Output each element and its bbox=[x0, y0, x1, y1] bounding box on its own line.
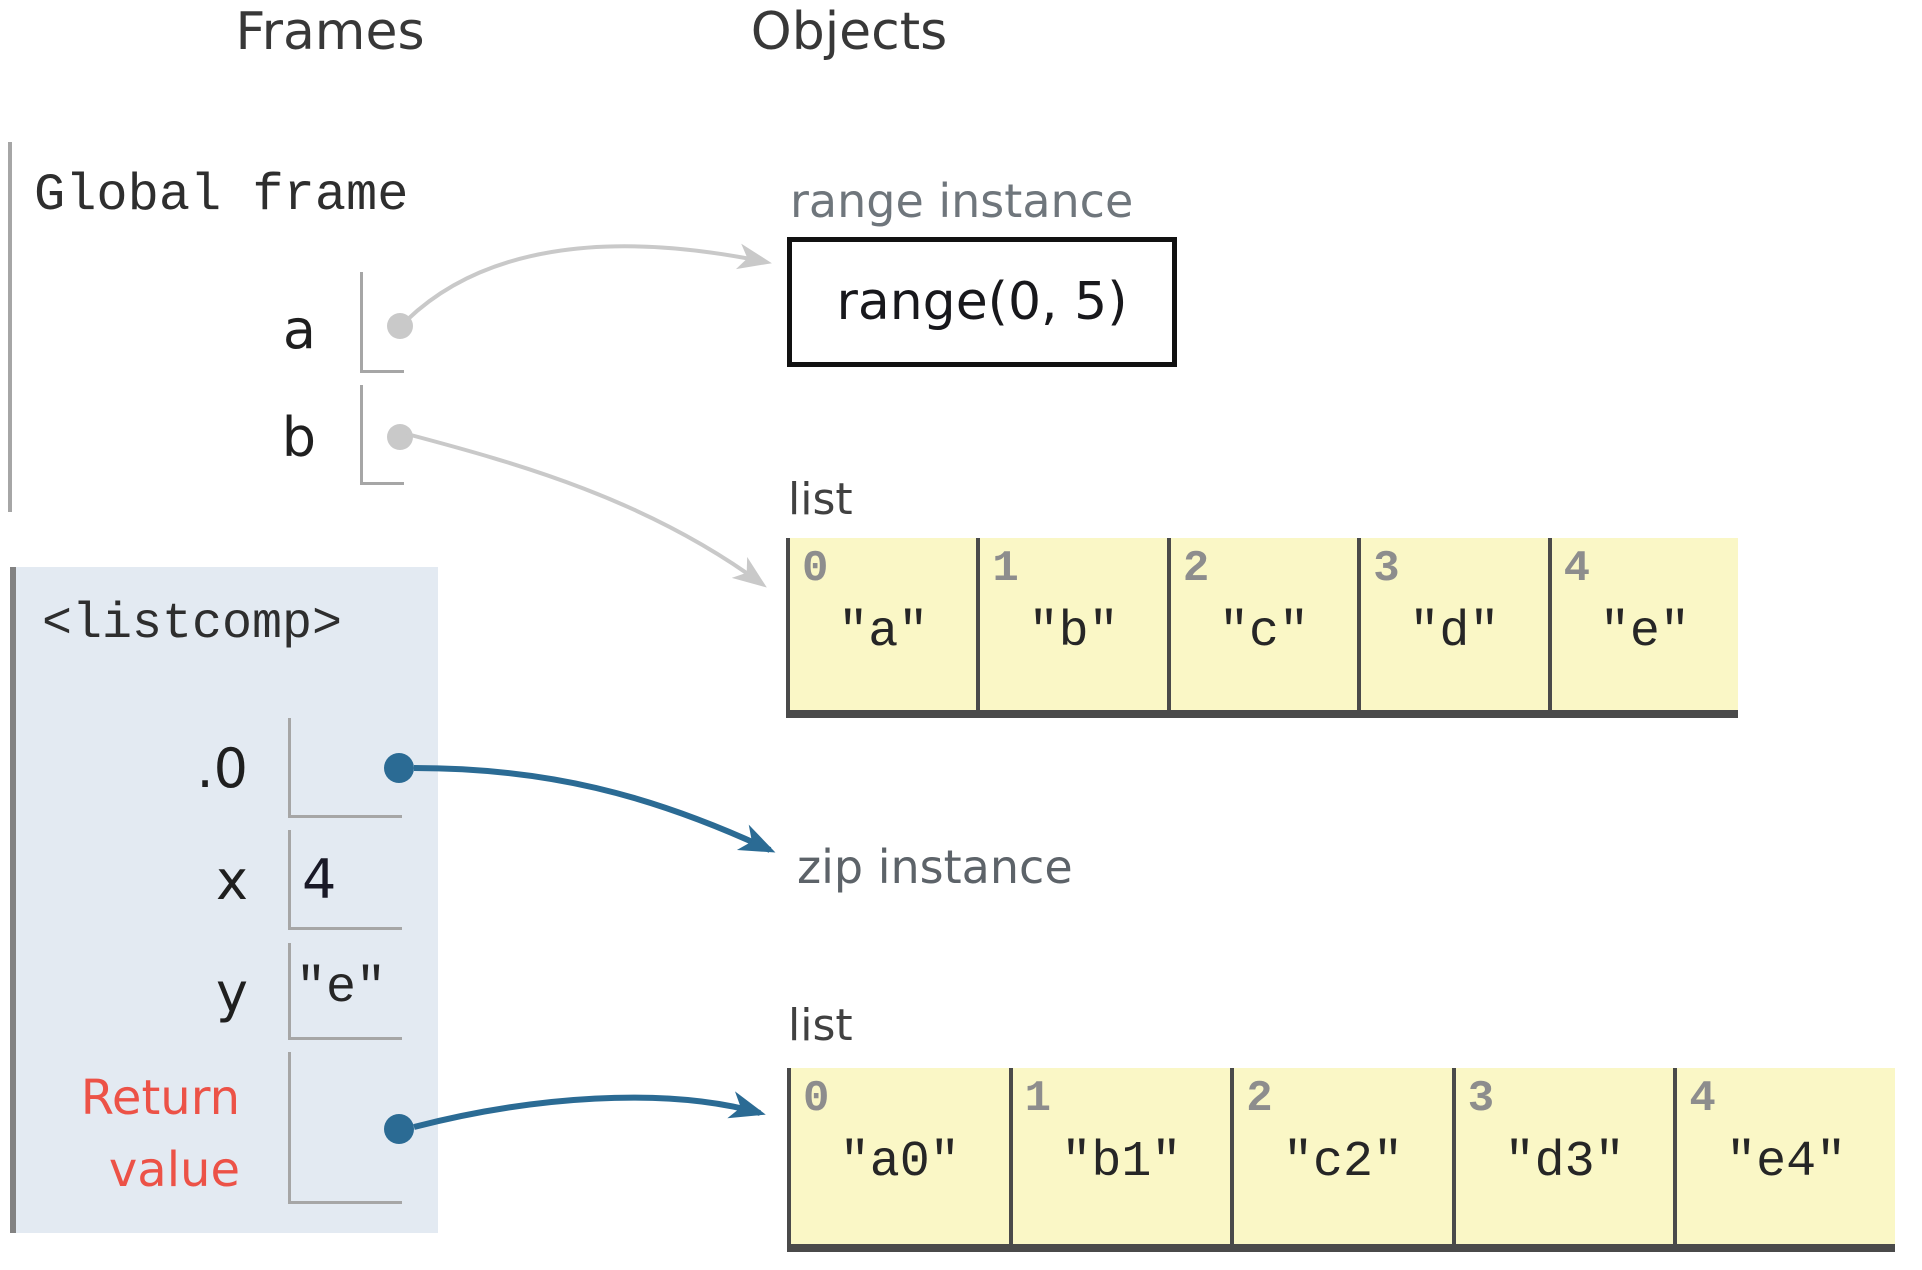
cell-value: "b1" bbox=[1061, 1134, 1182, 1192]
list-cell: 1 "b" bbox=[976, 538, 1167, 710]
list-cell: 0 "a" bbox=[786, 538, 977, 710]
var-slot-return-value bbox=[288, 1052, 402, 1204]
zip-instance-label: zip instance bbox=[797, 840, 1073, 894]
list-cell: 3 "d3" bbox=[1451, 1068, 1674, 1244]
cell-index: 2 bbox=[1182, 544, 1210, 594]
var-value-x: 4 bbox=[302, 848, 337, 911]
var-label-a: a bbox=[282, 298, 316, 361]
cell-value: "d" bbox=[1409, 604, 1500, 662]
var-label-x: x bbox=[216, 849, 248, 912]
listcomp-frame-title: <listcomp> bbox=[42, 596, 343, 653]
cell-index: 1 bbox=[1024, 1074, 1051, 1124]
frames-header: Frames bbox=[235, 2, 425, 62]
cell-value: "b" bbox=[1028, 604, 1119, 662]
cell-value: "c" bbox=[1219, 604, 1310, 662]
var-slot-y bbox=[288, 943, 402, 1040]
range-object-box: range(0, 5) bbox=[787, 237, 1177, 367]
var-label-b: b bbox=[281, 406, 316, 469]
list-cell: 4 "e" bbox=[1547, 538, 1739, 710]
cell-index: 3 bbox=[1373, 544, 1400, 594]
cell-value: "a" bbox=[838, 604, 929, 662]
arrow-dot0-to-zip-instance bbox=[413, 765, 776, 853]
cell-index: 4 bbox=[1689, 1074, 1716, 1124]
list-cell: 4 "e4" bbox=[1673, 1068, 1895, 1244]
arrow-a-to-range-instance bbox=[405, 243, 772, 322]
cell-index: 0 bbox=[802, 544, 829, 594]
cell-value: "e" bbox=[1599, 604, 1690, 662]
cell-value: "d3" bbox=[1504, 1134, 1625, 1192]
cell-index: 0 bbox=[803, 1074, 830, 1124]
cell-index: 1 bbox=[992, 544, 1019, 594]
var-slot-b bbox=[360, 385, 404, 485]
var-slot-a bbox=[360, 272, 404, 373]
list-cell: 2 "c2" bbox=[1230, 1068, 1452, 1244]
var-value-y: "e" bbox=[296, 960, 387, 1017]
global-frame-left-border bbox=[8, 142, 12, 512]
var-slot-dot0 bbox=[288, 718, 402, 818]
cell-index: 3 bbox=[1467, 1074, 1495, 1124]
cell-index: 2 bbox=[1246, 1074, 1273, 1124]
listcomp-frame-panel bbox=[10, 567, 438, 1233]
objects-header: Objects bbox=[750, 2, 948, 62]
cell-value: "c2" bbox=[1282, 1134, 1403, 1192]
arrow-return-to-list bbox=[413, 1091, 766, 1130]
var-label-dot0: .0 bbox=[196, 737, 248, 800]
list-cell: 2 "c" bbox=[1166, 538, 1358, 710]
return-value-label: Return value bbox=[80, 1070, 240, 1198]
list-cell: 3 "d" bbox=[1357, 538, 1548, 710]
arrow-b-to-list bbox=[406, 432, 767, 588]
var-label-y: y bbox=[216, 961, 248, 1024]
list-cell: 1 "b1" bbox=[1008, 1068, 1231, 1244]
cell-value: "e4" bbox=[1726, 1134, 1847, 1192]
cell-value: "a0" bbox=[839, 1134, 960, 1192]
var-slot-x bbox=[288, 830, 402, 930]
list-b-label: list bbox=[788, 474, 853, 525]
list-object-b: 0 "a" 1 "b" 2 "c" 3 "d" 4 "e" bbox=[786, 538, 1739, 718]
cell-index: 4 bbox=[1563, 544, 1591, 594]
range-instance-label: range instance bbox=[790, 174, 1134, 228]
list-return-label: list bbox=[788, 1000, 853, 1051]
list-cell: 0 "a0" bbox=[787, 1068, 1009, 1244]
range-object-text: range(0, 5) bbox=[836, 272, 1128, 332]
list-object-return: 0 "a0" 1 "b1" 2 "c2" 3 "d3" 4 "e4" bbox=[787, 1068, 1895, 1252]
global-frame-title: Global frame bbox=[34, 166, 409, 225]
